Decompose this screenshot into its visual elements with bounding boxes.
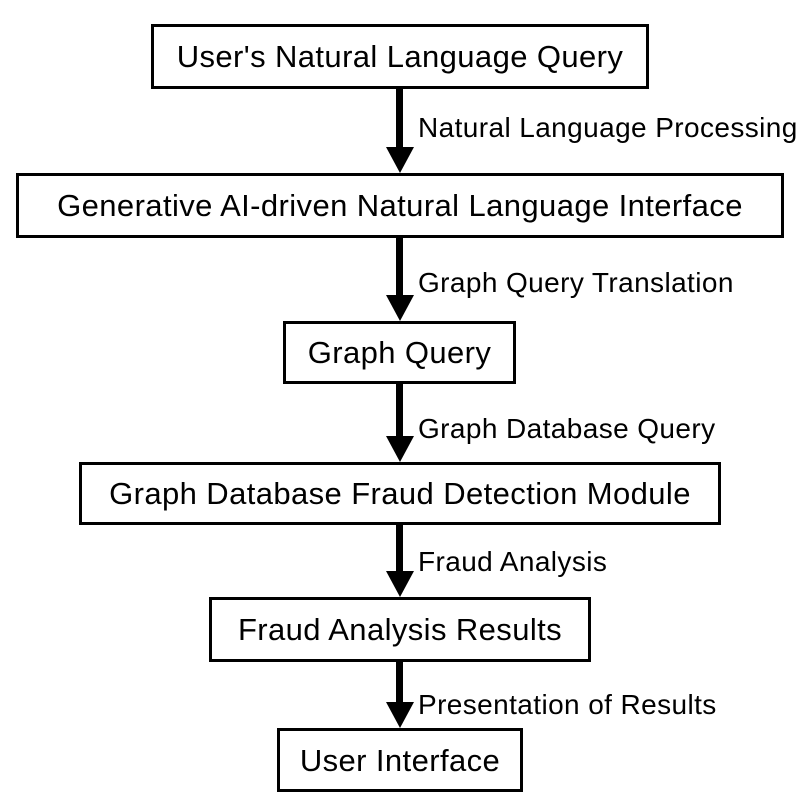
arrow-down-icon [386,702,414,728]
node-users-natural-language-query: User's Natural Language Query [151,24,649,89]
node-generative-ai-interface: Generative AI-driven Natural Language In… [16,173,784,238]
arrow-down-icon [386,295,414,321]
node-graph-query: Graph Query [283,321,516,384]
edge-2-arrow-stem [396,237,403,297]
edge-3-arrow-stem [396,383,403,438]
node-fraud-analysis-results: Fraud Analysis Results [209,597,591,662]
node-graph-database-fraud-detection-module: Graph Database Fraud Detection Module [79,462,721,525]
arrow-down-icon [386,571,414,597]
edge-5-label: Presentation of Results [418,689,717,720]
edge-4-label: Fraud Analysis [418,546,608,577]
edge-5-arrow-stem [396,661,403,704]
edge-1-label: Natural Language Processing [418,112,798,143]
edge-1-arrow-stem [396,88,403,149]
node-user-interface: User Interface [277,728,523,792]
edge-3-label: Graph Database Query [418,413,716,444]
edge-4-arrow-stem [396,524,403,573]
arrow-down-icon [386,436,414,462]
arrow-down-icon [386,147,414,173]
edge-2-label: Graph Query Translation [418,267,734,298]
